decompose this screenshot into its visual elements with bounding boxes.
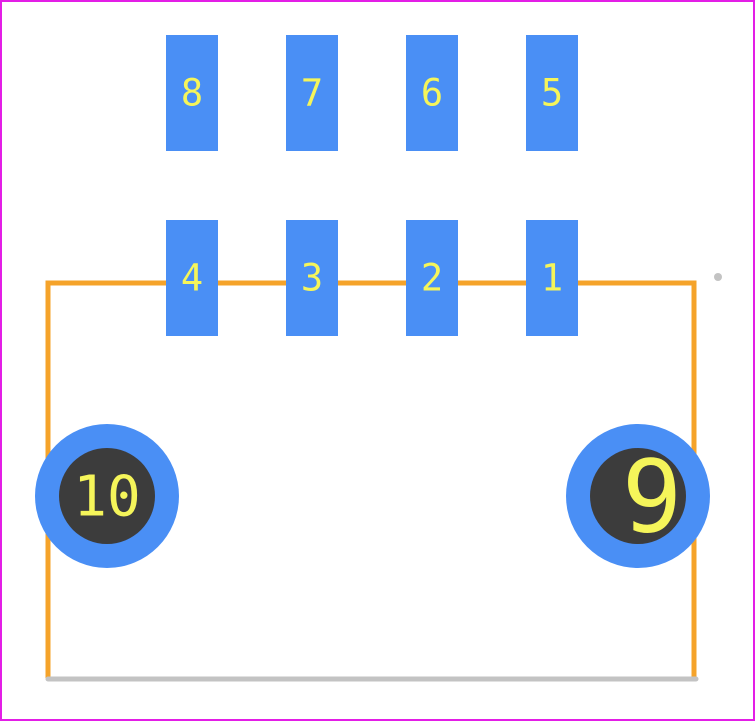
pad-6-copper: [406, 35, 458, 151]
pad-10-drill-hole: [59, 448, 155, 544]
pad-1-copper: [526, 220, 578, 336]
smd-pad[interactable]: 4: [166, 220, 218, 336]
pad-2-label: 2: [421, 257, 443, 300]
pad-2-copper: [406, 220, 458, 336]
pad-7-copper: [286, 35, 338, 151]
smd-pad[interactable]: 2: [406, 220, 458, 336]
pin1-marker-dot: [714, 273, 722, 281]
smd-pad[interactable]: 8: [166, 35, 218, 151]
pad-9-label: 9: [622, 439, 682, 556]
pad-7-label: 7: [301, 72, 323, 115]
smd-pad[interactable]: 3: [286, 220, 338, 336]
th-pad[interactable]: 9: [566, 424, 710, 568]
smd-pad[interactable]: 6: [406, 35, 458, 151]
th-pad[interactable]: 10: [35, 424, 179, 568]
pad-3-label: 3: [301, 257, 323, 300]
smd-pad[interactable]: 1: [526, 220, 578, 336]
pad-5-copper: [526, 35, 578, 151]
pad-8-copper: [166, 35, 218, 151]
pad-9-drill-hole: [590, 448, 686, 544]
pad-10-label: 10: [73, 465, 140, 530]
pad-5-label: 5: [541, 72, 563, 115]
pad-4-copper: [166, 220, 218, 336]
smd-pad[interactable]: 5: [526, 35, 578, 151]
smd-pad[interactable]: 7: [286, 35, 338, 151]
pad-1-label: 1: [541, 257, 563, 300]
pad-8-label: 8: [181, 72, 203, 115]
pad-3-copper: [286, 220, 338, 336]
pad-4-label: 4: [181, 257, 203, 300]
pad-6-label: 6: [421, 72, 443, 115]
